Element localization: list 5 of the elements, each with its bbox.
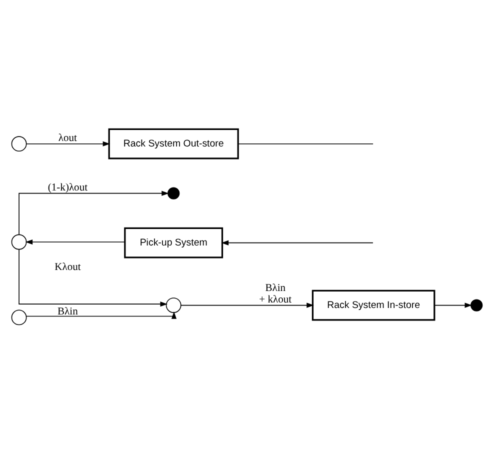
edge-label: Bλin + kλout [259,282,292,305]
edge-label: Kλout [54,261,81,272]
edge-label: λout [58,132,78,144]
edge-label: Bλin [58,306,78,318]
edge-label: (1-k)λout [48,182,88,193]
